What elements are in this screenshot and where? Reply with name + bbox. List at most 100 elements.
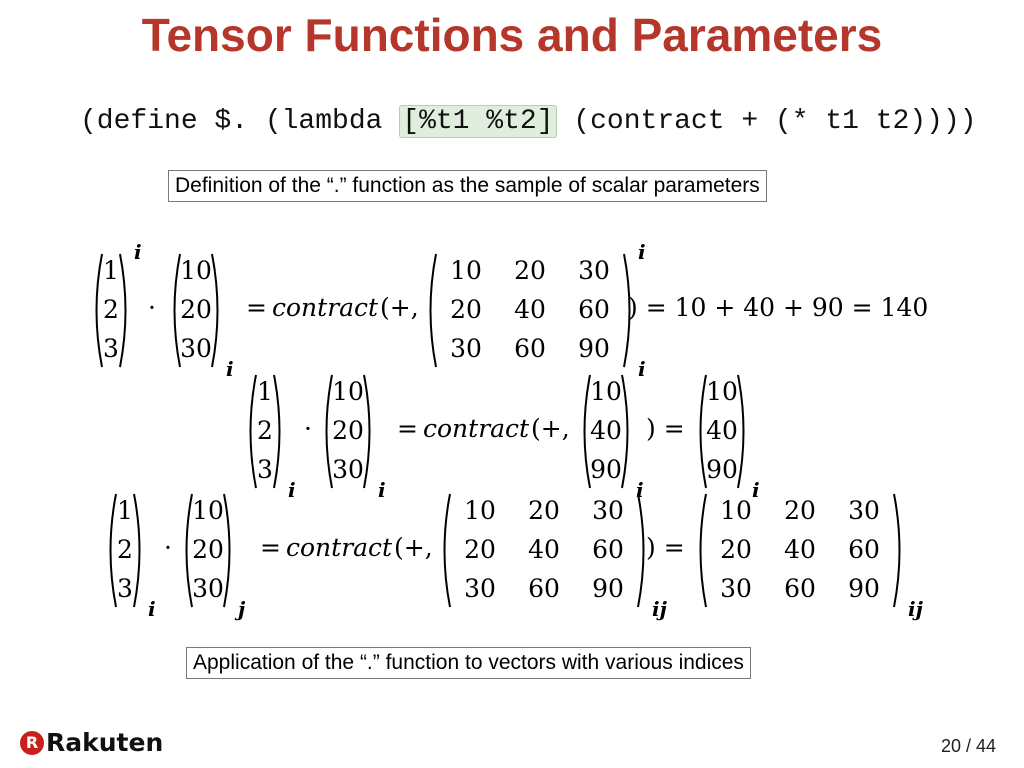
eq1-vector-a-cell: 1 xyxy=(103,256,119,285)
caption-definition: Definition of the “.” function as the sa… xyxy=(168,170,767,202)
paren-right xyxy=(363,374,371,489)
eq1-vector-a-superscript: i xyxy=(134,240,142,264)
eq3-vector-b-subscript: j xyxy=(238,597,246,621)
paren-left xyxy=(699,493,707,608)
eq1-vector-b-cell: 10 xyxy=(180,256,212,285)
eq3-vector-a: 1 2 3 xyxy=(104,492,146,609)
eq1-contract-open: (+, xyxy=(380,293,419,322)
eq1-matrix-cell: 60 xyxy=(578,295,610,324)
eq3-result-matrix-cell: 20 xyxy=(720,535,752,564)
eq2-result-vector-cell: 10 xyxy=(706,377,738,406)
eq3-matrix-cell: 40 xyxy=(528,535,560,564)
eq3-contract-word: contract xyxy=(286,533,393,562)
page-number: 20 / 44 xyxy=(940,736,996,756)
eq2-vector-a-cell: 1 xyxy=(257,377,273,406)
paren-right xyxy=(119,253,127,368)
eq2-vector-a: 1 2 3 xyxy=(244,373,286,490)
eq3-equals-result: ) = xyxy=(646,533,685,562)
paren-left xyxy=(429,253,437,368)
eq3-result-matrix-cell: 20 xyxy=(784,496,816,525)
eq2-vector-b-cell: 20 xyxy=(332,416,364,445)
eq2-contract-word: contract xyxy=(423,414,530,443)
paren-right xyxy=(893,493,901,608)
eq3-result-matrix-cell: 30 xyxy=(720,574,752,603)
eq2-vector-b-cell: 30 xyxy=(332,455,364,484)
eq3-matrix-cell: 30 xyxy=(592,496,624,525)
rakuten-logo-text: Rakuten xyxy=(46,728,164,757)
eq2-vector-a-subscript: i xyxy=(288,478,296,502)
eq2-dot: · xyxy=(304,414,312,443)
eq1-result: ) = 10 + 40 + 90 = 140 xyxy=(628,293,929,322)
eq3-result-matrix-cell: 10 xyxy=(720,496,752,525)
eq1-vector-b-subscript: i xyxy=(226,357,234,381)
eq2-result-vector-subscript: i xyxy=(752,478,760,502)
eq2-result-vector-cell: 40 xyxy=(706,416,738,445)
eq1-vector-b-cell: 20 xyxy=(180,295,212,324)
paren-right xyxy=(223,493,231,608)
paren-left xyxy=(109,493,117,608)
eq3-vector-a-subscript: i xyxy=(148,597,156,621)
eq1-vector-b: 10 20 30 xyxy=(168,252,224,369)
paren-left xyxy=(95,253,103,368)
eq1-matrix-superscript: i xyxy=(638,240,646,264)
code-line: (define $. (lambda [%t1 %t2] (contract +… xyxy=(80,105,977,138)
slide-title: Tensor Functions and Parameters xyxy=(141,9,883,61)
eq2-result-vector-cell: 90 xyxy=(706,455,738,484)
eq1-matrix-cell: 40 xyxy=(514,295,546,324)
rakuten-logo: R Rakuten xyxy=(20,728,163,757)
eq3-result-matrix-cell: 60 xyxy=(848,535,880,564)
paren-left xyxy=(325,374,333,489)
eq2-matrix-cell: 40 xyxy=(590,416,622,445)
eq3-vector-a-cell: 3 xyxy=(117,574,133,603)
eq3-vector-a-cell: 2 xyxy=(117,535,133,564)
eq3-matrix-cell: 10 xyxy=(464,496,496,525)
rakuten-logo-mark: R xyxy=(20,730,44,755)
paren-right xyxy=(621,374,629,489)
eq2-vector-a-cell: 2 xyxy=(257,416,273,445)
eq1-matrix-cell: 10 xyxy=(450,256,482,285)
paren-right xyxy=(623,253,631,368)
eq3-vector-b-cell: 20 xyxy=(192,535,224,564)
eq3-result-matrix-subscript: ij xyxy=(908,597,923,621)
eq3-vector-a-cell: 1 xyxy=(117,496,133,525)
code-post: (contract + (* t1 t2)))) xyxy=(556,106,977,137)
eq3-result-matrix-cell: 90 xyxy=(848,574,880,603)
eq2-equals: = xyxy=(397,414,418,443)
eq3-dot: · xyxy=(164,533,172,562)
code-pre: (define $. (lambda xyxy=(80,106,400,137)
eq2-vector-b-subscript: i xyxy=(378,478,386,502)
paren-right xyxy=(737,374,745,489)
paren-left xyxy=(185,493,193,608)
eq1-matrix-cell: 90 xyxy=(578,334,610,363)
eq2-vector-a-cell: 3 xyxy=(257,455,273,484)
eq3-equals: = xyxy=(260,533,281,562)
paren-right xyxy=(211,253,219,368)
eq3-result-matrix-cell: 30 xyxy=(848,496,880,525)
paren-right xyxy=(133,493,141,608)
eq2-contract-open: (+, xyxy=(531,414,570,443)
eq1-dot: · xyxy=(148,293,156,322)
eq2-result-vector: 10 40 90 xyxy=(694,373,750,490)
eq1-vector-a-cell: 2 xyxy=(103,295,119,324)
eq1-equals: = xyxy=(246,293,267,322)
eq3-matrix-cell: 60 xyxy=(528,574,560,603)
paren-right xyxy=(637,493,645,608)
eq1-matrix-cell: 30 xyxy=(578,256,610,285)
eq3-matrix-cell: 20 xyxy=(464,535,496,564)
eq1-matrix-cell: 20 xyxy=(514,256,546,285)
eq1-contract-word: contract xyxy=(272,293,379,322)
caption-application: Application of the “.” function to vecto… xyxy=(186,647,751,679)
eq3-matrix-cell: 20 xyxy=(528,496,560,525)
eq1-vector-b-cell: 30 xyxy=(180,334,212,363)
eq1-matrix-cell: 30 xyxy=(450,334,482,363)
eq2-matrix-cell: 10 xyxy=(590,377,622,406)
code-params-highlight: [%t1 %t2] xyxy=(399,105,557,138)
eq3-matrix-cell: 60 xyxy=(592,535,624,564)
eq1-matrix-subscript: i xyxy=(638,357,646,381)
eq3-result-matrix-cell: 60 xyxy=(784,574,816,603)
eq1-matrix-cell: 20 xyxy=(450,295,482,324)
